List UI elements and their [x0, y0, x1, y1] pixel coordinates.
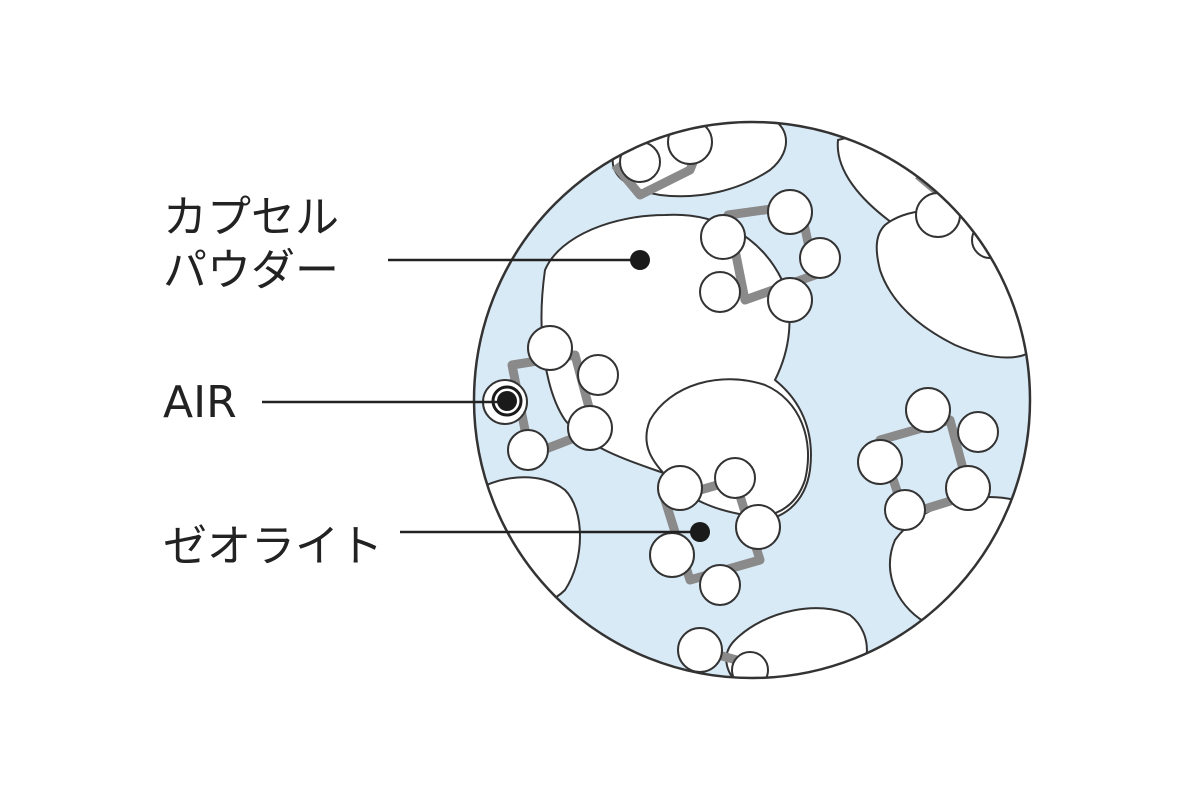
zeolite-cluster-bottom — [677, 627, 769, 678]
capsule-powder-label-line2: パウダー — [163, 245, 339, 296]
zeolite-cluster-lower — [649, 457, 781, 606]
capsule-powder-pointer-dot — [630, 250, 650, 270]
label-air: AIR — [163, 377, 517, 428]
label-capsule-powder: カプセル パウダー — [163, 192, 650, 296]
magnified-circle — [472, 120, 1032, 680]
capsule-powder-label-line1: カプセル — [163, 192, 339, 243]
zeolite-cluster-upper — [699, 189, 841, 323]
air-label: AIR — [163, 377, 237, 428]
zeolite-pointer-dot — [690, 522, 710, 542]
zeolite-cluster-left — [482, 325, 619, 471]
air-pointer-dot — [497, 391, 517, 411]
zeolite-label: ゼオライト — [163, 521, 383, 572]
capsule-particle-bottom-left — [474, 476, 581, 610]
circle-outline — [472, 120, 1032, 680]
label-zeolite: ゼオライト — [163, 521, 710, 572]
zeolite-cluster-right — [857, 387, 999, 531]
